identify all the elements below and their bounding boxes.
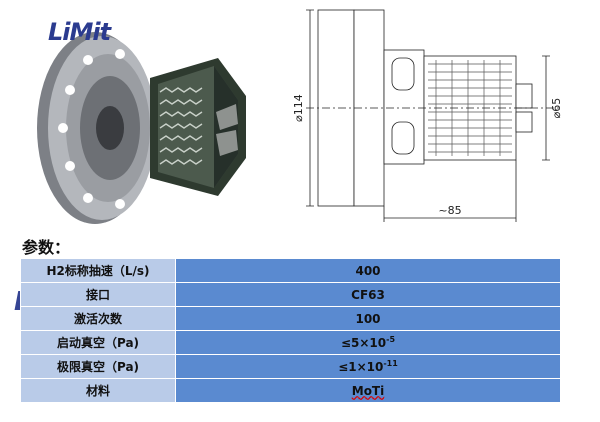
dim-inner-label: ⌀65 [550,98,563,119]
spec-value: MoTi [175,378,561,403]
spec-label: 极限真空（Pa) [20,354,176,379]
technical-drawing [306,9,560,222]
spec-label: 接口 [20,282,176,307]
spec-value: ≤5×10-5 [175,330,561,355]
pump-render [37,32,246,224]
spec-value: 100 [175,306,561,331]
table-row: 极限真空（Pa) ≤1×10-11 [20,354,561,379]
product-illustration: ⌀114 ⌀65 ~85 [37,9,563,224]
spec-label: 启动真空（Pa) [20,330,176,355]
table-row: 材料 MoTi [20,378,561,403]
spec-label: 激活次数 [20,306,176,331]
spec-value: CF63 [175,282,561,307]
spec-value-base: ≤5×10 [340,336,387,350]
spec-value: ≤1×10-11 [175,354,561,379]
spec-value: 400 [175,258,561,283]
table-row: H2标称抽速（L/s) 400 [20,258,561,283]
spec-label: 材料 [20,378,176,403]
spec-value-exponent: -11 [383,359,398,368]
dim-length-label: ~85 [438,204,461,217]
spec-value-text: MoTi [351,383,385,398]
spec-value-base: ≤1×10 [338,360,384,374]
spec-label: H2标称抽速（L/s) [20,258,176,283]
brand-logo: LiMit [48,18,111,46]
table-row: 启动真空（Pa) ≤5×10-5 [20,330,561,355]
spec-table: H2标称抽速（L/s) 400 接口 CF63 激活次数 100 启动真空（Pa… [20,258,561,403]
table-row: 接口 CF63 [20,282,561,307]
dim-outer-label: ⌀114 [292,94,305,122]
table-row: 激活次数 100 [20,306,561,331]
section-title: 参数： [22,238,71,257]
spec-value-exponent: -5 [386,335,396,344]
